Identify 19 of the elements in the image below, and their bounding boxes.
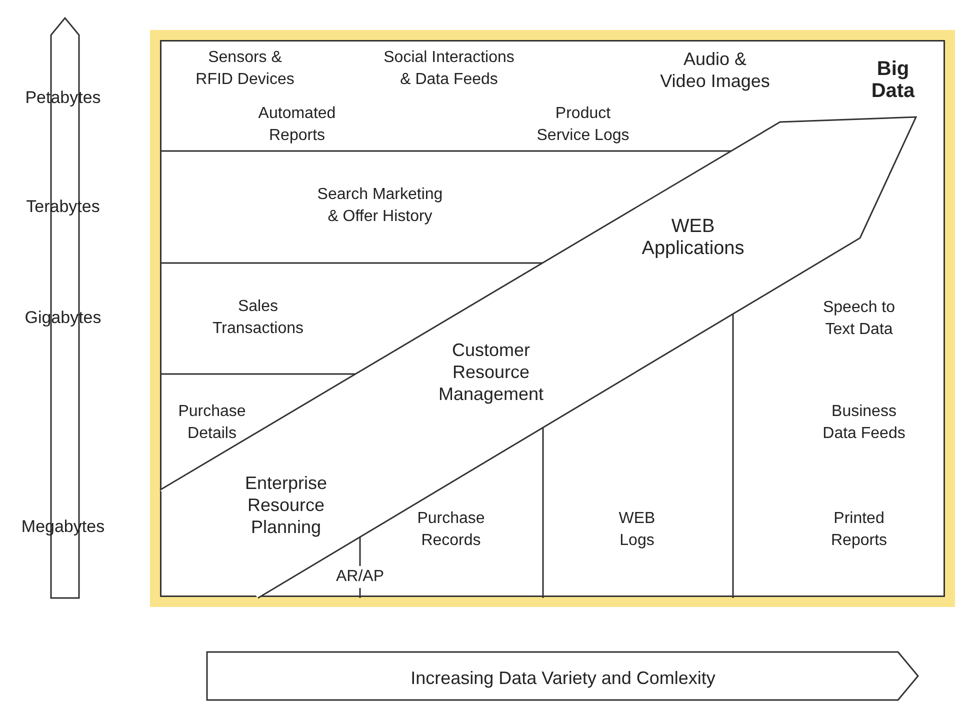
region-label: Printed Reports [830,509,888,551]
region-label: WEB Applications [640,216,746,260]
region-label: Sales Transactions [212,297,304,339]
region-label: Social Interactions & Data Feeds [382,48,516,90]
frame-label: Big Data [870,58,916,102]
region-label: Purchase Records [416,509,486,551]
region-label: Business Data Feeds [822,402,906,444]
region-label: Customer Resource Management [437,339,545,405]
region-label: WEB Logs [618,509,656,551]
region-label: Speech to Text Data [822,298,896,340]
region-label: Product Service Logs [536,104,630,146]
region-label: Sensors & RFID Devices [194,48,296,90]
region-label: Audio & Video Images [659,48,771,92]
region-label: Search Marketing & Offer History [316,185,444,227]
region-label: Purchase Details [177,402,247,444]
big-data-frame [150,30,955,607]
region-label: Automated Reports [257,104,337,146]
region-label: Enterprise Resource Planning [244,472,328,538]
region-label: Increasing Data Variety and Comlexity [410,667,716,689]
